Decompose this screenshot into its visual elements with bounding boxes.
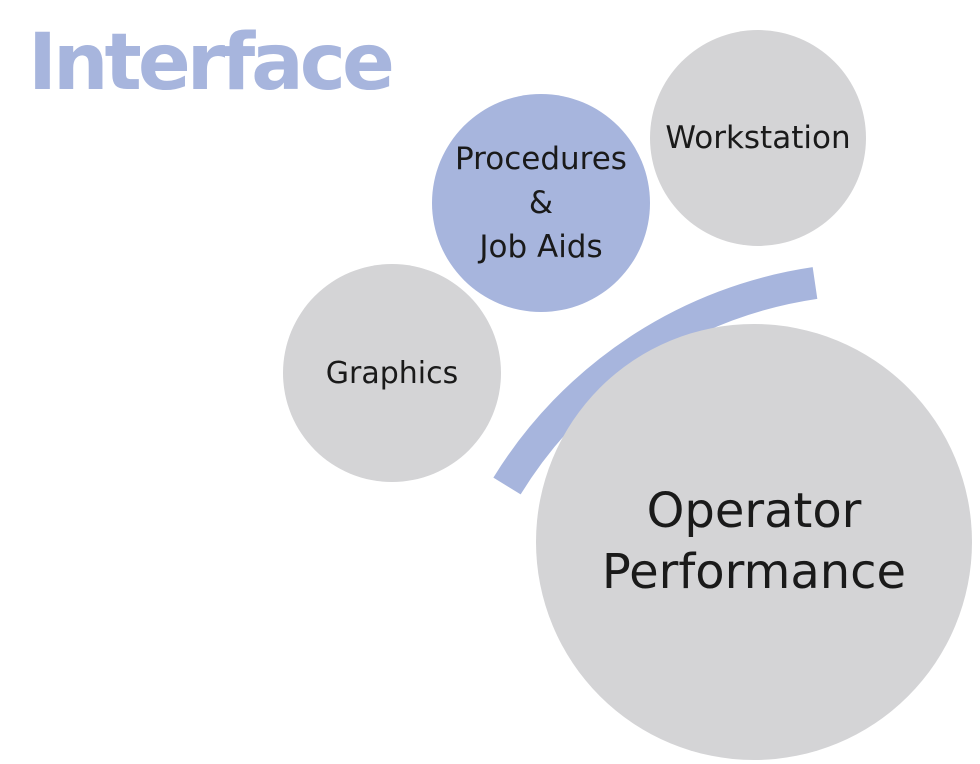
procedures-label-line1: Procedures (455, 140, 627, 177)
graphics-label: Graphics (325, 355, 459, 391)
procedures-label-line2: & (528, 184, 554, 221)
operator-performance-node: Operator Performance (536, 324, 972, 760)
graphics-node: Graphics (283, 264, 501, 482)
procedures-label-line3: Job Aids (479, 229, 603, 265)
diagram-title: Interface (28, 18, 395, 108)
workstation-label: Workstation (665, 120, 851, 156)
workstation-node: Workstation (650, 30, 866, 246)
procedures-node: Procedures & Job Aids (432, 94, 650, 312)
operator-label-line2: Performance (601, 544, 907, 600)
operator-label-line1: Operator (646, 482, 862, 539)
